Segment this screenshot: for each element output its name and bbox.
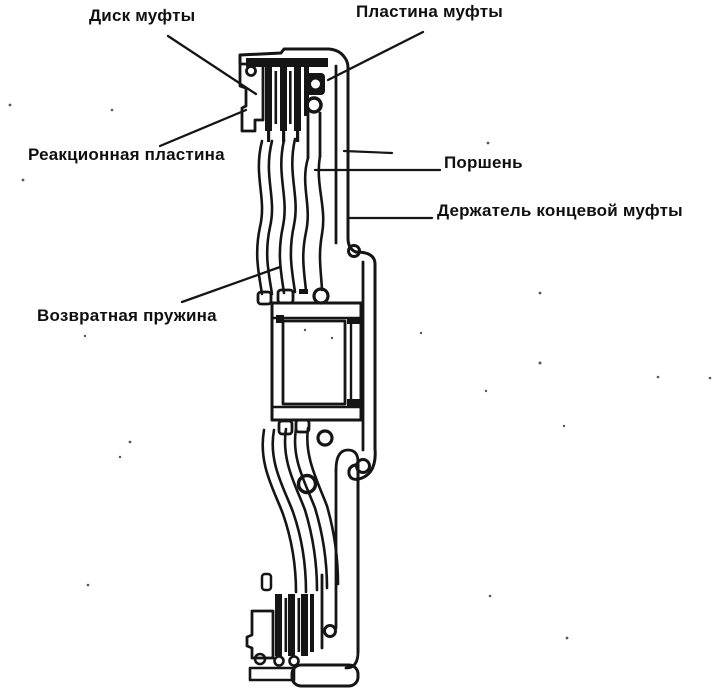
bottom-clutch-pack — [245, 572, 337, 667]
clutch-pack-right-edge — [310, 594, 314, 652]
spring-edge — [255, 139, 264, 296]
clutch-disc-plate — [288, 594, 295, 656]
label-reaction-plate: Реакционная пластина — [28, 145, 225, 164]
spring-seat-tab — [276, 288, 295, 305]
ball-upper-hub — [312, 287, 330, 305]
hub-inner — [281, 319, 347, 406]
hub-tick — [299, 289, 308, 294]
lower-edge — [261, 428, 298, 594]
leader-clutch-plate — [326, 30, 425, 82]
clutch-disc-plate — [294, 67, 301, 131]
top-cap-band — [246, 58, 328, 67]
bottom-bar-thin — [248, 666, 296, 682]
lower-piston-ribbons — [261, 418, 340, 594]
lower-edge — [283, 427, 319, 592]
hub-outer — [270, 301, 363, 422]
top-cap — [238, 47, 350, 70]
label-clutch-disc: Диск муфты — [89, 6, 196, 25]
clutch-plate-thin — [297, 598, 301, 652]
wall-step — [354, 250, 377, 266]
spring-seat-tab-lower — [294, 418, 311, 434]
piston-edge — [317, 154, 325, 292]
reaction-plate-rivet — [245, 65, 257, 77]
wall-ledge-line — [342, 149, 394, 155]
piston-edge — [301, 156, 310, 293]
clutch-disc-plate — [275, 594, 282, 656]
check-ball-upper — [305, 96, 323, 114]
clutch-disc-plate — [280, 67, 287, 131]
bottom-bar-rounded — [290, 663, 360, 688]
reaction-block-lower — [245, 609, 275, 660]
pack-top-nub — [260, 572, 273, 592]
wall-to-bar-corner — [344, 650, 360, 670]
spring-seat-tab — [256, 290, 273, 306]
scan-speckles — [8, 103, 712, 640]
disc-stem — [296, 131, 300, 142]
hub-corner-mark — [347, 317, 361, 324]
disc-stem — [267, 131, 271, 142]
hub-block — [270, 301, 363, 422]
clutch-plate-thin — [289, 71, 292, 124]
pack-foot-circle — [273, 655, 285, 667]
spring-edge — [278, 138, 286, 295]
clutch-plate-thin — [274, 71, 278, 124]
clutch-discs-lower — [275, 594, 314, 656]
clutch-disc-plate — [265, 67, 272, 131]
label-end-clutch-retainer: Держатель концевой муфты — [437, 201, 683, 220]
clutch-plate-thin — [284, 598, 288, 652]
seal-hole — [311, 79, 320, 89]
top-clutch-pack — [238, 62, 325, 160]
ball-lower-hub — [316, 429, 334, 447]
clutch-discs — [265, 66, 309, 142]
bottom-bar — [248, 663, 360, 688]
leader-reaction-plate — [158, 108, 248, 148]
top-cap-outline — [238, 47, 350, 70]
hub-corner-mark — [276, 315, 284, 323]
lower-edge — [306, 426, 340, 586]
disc-stem — [282, 131, 286, 142]
lower-edge — [271, 428, 308, 594]
check-ball-lower — [296, 473, 318, 495]
pack-foot-circle — [288, 655, 300, 667]
spring-edge — [265, 139, 274, 296]
wall-bottom-hook — [347, 446, 377, 481]
label-piston: Поршень — [444, 153, 523, 172]
wall-upper-outer — [346, 66, 358, 254]
lower-edge — [293, 427, 329, 590]
reaction-plate-block — [238, 62, 265, 133]
return-spring-ribbons — [255, 138, 286, 296]
piston-ribbons — [256, 137, 330, 306]
pack-rivet-right — [323, 624, 337, 638]
clutch-disc-plate — [301, 594, 308, 656]
label-return-spring: Возвратная пружина — [37, 306, 217, 325]
hub-corner-mark — [347, 399, 361, 407]
piston-edge — [289, 137, 297, 294]
label-clutch-plate: Пластина муфты — [356, 2, 504, 21]
wall-lower-top-curve — [334, 448, 360, 472]
leader-return-spring — [180, 265, 282, 304]
